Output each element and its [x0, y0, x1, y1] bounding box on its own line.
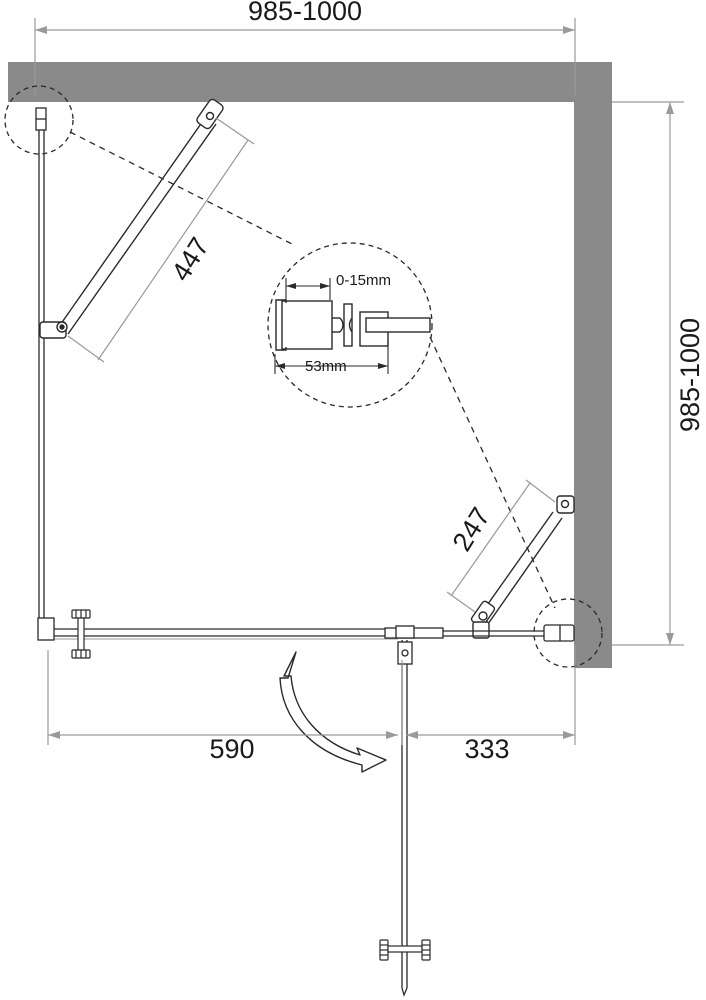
detail-marker-top-left [4, 85, 74, 155]
right-dimension [612, 101, 684, 646]
left-fixed-panel [35, 107, 47, 628]
short-brace-label: 247 [447, 502, 496, 556]
front-panels [37, 617, 575, 642]
detail-leader-right [429, 336, 556, 609]
bottom-right-label: 333 [464, 734, 509, 764]
right-height-label: 985-1000 [675, 318, 705, 432]
detail-dimensions [274, 278, 389, 374]
swing-door [397, 640, 413, 997]
profile-section [275, 299, 431, 351]
profile-width-label: 53mm [305, 358, 347, 375]
short-brace [470, 495, 575, 639]
bottom-left-label: 590 [209, 734, 254, 764]
top-width-label: 985-1000 [248, 0, 362, 26]
detail-leader-left [69, 131, 297, 247]
left-handle [71, 609, 91, 659]
adjust-range-label: 0-15mm [336, 272, 391, 289]
long-brace [39, 98, 224, 339]
long-brace-label: 447 [166, 232, 215, 286]
wall-right [574, 62, 612, 668]
top-dimension [34, 18, 576, 95]
long-brace-dimension [67, 117, 255, 363]
short-brace-dimension [446, 479, 556, 613]
bottom-dimension [47, 645, 576, 745]
door-handle [379, 939, 431, 961]
wall-top [8, 62, 612, 102]
detail-marker-bottom-right [533, 598, 603, 668]
curved-arrow-icon [279, 651, 387, 773]
walls [8, 62, 612, 668]
profile-detail: 0-15mm 53mm [267, 242, 433, 408]
